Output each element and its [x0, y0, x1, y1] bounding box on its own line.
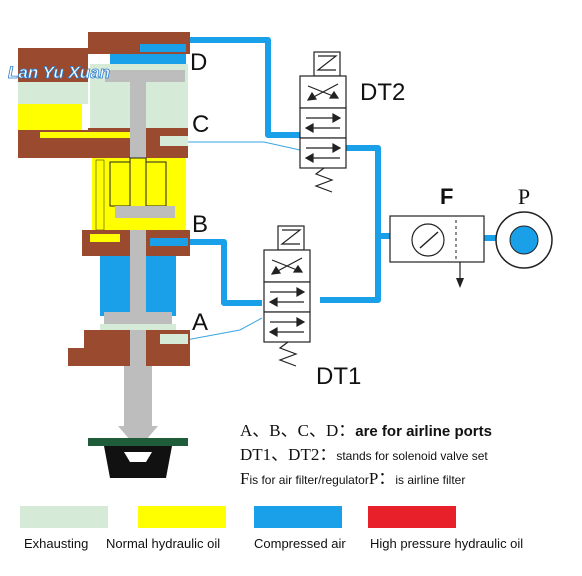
- oil-plunger: [129, 157, 147, 209]
- port-label-c: C: [192, 111, 209, 138]
- left-upper-block: [18, 48, 88, 82]
- legend-swatch-2: [254, 506, 342, 528]
- note-line-1: A、B、C、D：are for airline ports: [240, 421, 492, 440]
- oil-side-channel: [95, 159, 105, 231]
- notes: A、B、C、D：are for airline ports DT1、DT2：st…: [240, 421, 492, 488]
- exhaust-line-a: [185, 317, 263, 341]
- solenoid-valve-dt2: [299, 51, 347, 193]
- note-3-prefix: F: [240, 469, 249, 488]
- filter-label: F: [440, 184, 453, 209]
- legend-swatch-3: [368, 506, 456, 528]
- port-c-channel: [160, 136, 188, 146]
- bottom-flange: [68, 348, 188, 366]
- port-b-channel: [150, 238, 188, 246]
- port-label-d: D: [190, 49, 207, 76]
- port-label-a: A: [192, 309, 208, 336]
- air-source: [495, 211, 553, 269]
- die-cavity: [124, 452, 152, 462]
- air-line-b: [178, 239, 262, 306]
- air-line-dt2-out: [345, 145, 381, 236]
- lower-exhaust-chamber: [100, 324, 176, 332]
- lower-piston-head: [104, 312, 172, 324]
- note-line-3: Fis for air filter/regulatorP：is airline…: [240, 469, 465, 488]
- dt2-label: DT2: [360, 79, 405, 106]
- legend-label-1: Normal hydraulic oil: [106, 536, 220, 551]
- watermark: Lan Yu Xuan: [8, 63, 110, 82]
- oil-channel-upper: [40, 132, 140, 138]
- oil-channel-b: [90, 234, 120, 242]
- note-2-text: stands for solenoid valve set: [336, 449, 488, 463]
- top-air-chamber: [110, 54, 186, 64]
- upper-piston-rod: [130, 82, 146, 132]
- rod-tip: [118, 426, 158, 440]
- rod-through-c: [130, 128, 146, 160]
- dt1-return-spring: [278, 341, 298, 367]
- legend: Exhausting Normal hydraulic oil Compressed…: [20, 506, 523, 551]
- die-plate: [88, 438, 188, 446]
- legend-label-0: Exhausting: [24, 536, 88, 551]
- lower-piston-rod: [130, 256, 146, 316]
- air-line-dt1-out: [320, 236, 381, 303]
- filter-regulator: [389, 215, 485, 288]
- note-1-text: are for airline ports: [355, 423, 492, 440]
- rod-through-b: [130, 230, 146, 258]
- legend-label-3: High pressure hydraulic oil: [370, 536, 523, 551]
- legend-swatch-0: [20, 506, 108, 528]
- left-exhaust-chamber: [18, 82, 88, 104]
- source-label: P: [518, 184, 530, 209]
- dt1-label: DT1: [316, 363, 361, 390]
- left-oil-chamber: [18, 104, 82, 130]
- exhaust-line-c: [186, 141, 301, 151]
- port-a-channel: [160, 334, 188, 344]
- middle-piston-head: [115, 206, 175, 218]
- note-3-text2: is airline filter: [395, 473, 465, 487]
- note-3-prefix2: P：: [369, 469, 395, 488]
- solenoid-valve-dt1: [263, 225, 311, 367]
- port-d-channel: [140, 44, 186, 52]
- output-rod: [124, 366, 152, 426]
- rod-through-a: [130, 330, 146, 366]
- cylinder-assembly: [18, 32, 190, 478]
- note-3-text: is for air filter/regulator: [249, 473, 368, 487]
- legend-swatch-1: [138, 506, 226, 528]
- note-1-prefix: A、B、C、D：: [240, 421, 355, 440]
- note-line-2: DT1、DT2：stands for solenoid valve set: [240, 445, 488, 464]
- dt2-return-spring: [314, 167, 334, 193]
- legend-label-2: Compressed air: [254, 536, 346, 551]
- drain-arrow-icon: [456, 278, 464, 288]
- note-2-prefix: DT1、DT2：: [240, 445, 336, 464]
- upper-piston-head: [105, 70, 185, 82]
- port-label-b: B: [192, 211, 208, 238]
- exhaust-lines: [185, 141, 301, 341]
